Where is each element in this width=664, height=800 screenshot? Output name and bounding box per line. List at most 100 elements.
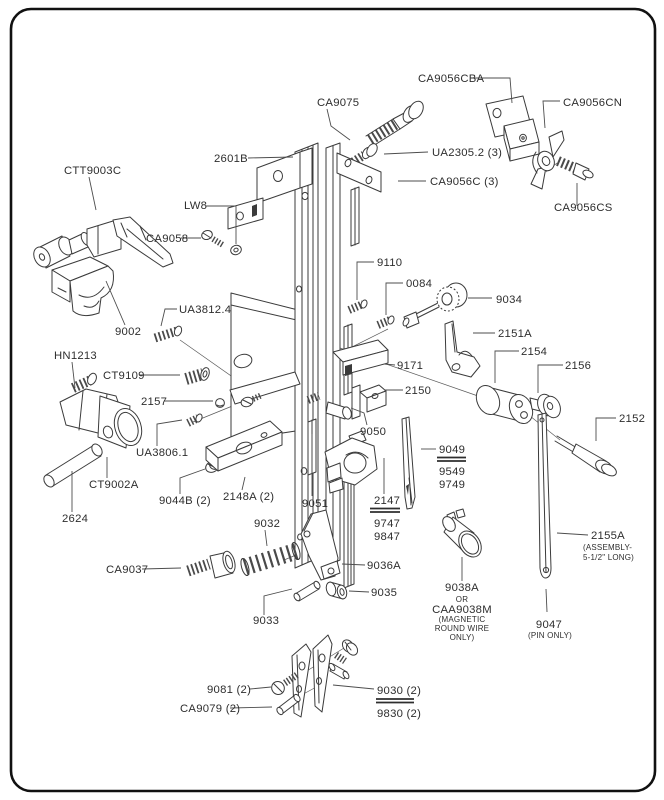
part-2151a-lever (444, 320, 481, 378)
part-label-2157: 2157 (141, 396, 167, 408)
part-label-9847: 9847 (374, 531, 400, 543)
part-9047-pin (542, 566, 550, 574)
part-label-0084: 0084 (406, 278, 432, 290)
part-ua3806-stud (186, 413, 203, 427)
part-label-ca9058: CA9058 (146, 233, 188, 245)
part-9034-knob (402, 282, 468, 329)
part-label-2155a: 2155A (591, 530, 625, 542)
part-9081-screw (271, 672, 299, 695)
part-label-2156: 2156 (565, 360, 591, 372)
part-label-hn1213: HN1213 (54, 350, 97, 362)
part-label-9034: 9034 (496, 294, 522, 306)
part-label-ua2305-2: UA2305.2 (3) (432, 147, 502, 159)
part-label-9030: 9030 (2) (377, 685, 421, 697)
part-label-caa9038m: CAA9038M (432, 604, 492, 616)
part-9110-stud (347, 299, 368, 314)
part-label-ca9056cn: CA9056CN (563, 97, 622, 109)
part-label-2151a: 2151A (498, 328, 532, 340)
part-ca9079-pin (276, 693, 301, 716)
part-ua2305-stud (350, 143, 378, 166)
part-label-9047: 9047 (536, 619, 562, 631)
part-label-caa9038m-note3: ONLY) (450, 633, 475, 642)
part-label-2154: 2154 (521, 346, 547, 358)
part-9032-spring (240, 541, 301, 577)
part-ca9037-screw (186, 550, 236, 579)
part-label-9830: 9830 (2) (377, 708, 421, 720)
part-label-ctt9003c: CTT9003C (64, 165, 121, 177)
leader-lines (71, 77, 616, 709)
part-label-9038a: 9038A (445, 582, 479, 594)
part-label-ca9075: CA9075 (317, 97, 359, 109)
part-ua3812-stud (153, 325, 183, 343)
part-9038a-plug (442, 508, 482, 558)
part-2601b-main-bracket (227, 142, 360, 589)
part-label-ca9056cba: CA9056CBA (418, 73, 485, 85)
part-label-9047-note: (PIN ONLY) (528, 631, 572, 640)
part-label-ua3812-4: UA3812.4 (179, 304, 231, 316)
supersede-rules (370, 456, 466, 704)
part-0084-stud (376, 315, 395, 329)
part-label-2155a-note1: (ASSEMBLY- (583, 543, 632, 552)
part-9033-pin (293, 580, 321, 602)
part-label-9044b: 9044B (2) (159, 495, 211, 507)
part-ca9075-bolt (365, 100, 424, 147)
part-ca9056cs-screw (556, 156, 594, 181)
part-9036a-lever (300, 509, 341, 581)
part-label-9050: 9050 (360, 426, 386, 438)
part-label-9747: 9747 (374, 518, 400, 530)
part-label-2155a-note2: 5-1/2" LONG) (583, 553, 634, 562)
part-2154-cylinder (475, 384, 534, 425)
part-label-2601b: 2601B (214, 153, 248, 165)
part-label-9049: 9049 (439, 444, 465, 456)
part-ca9058-screw (201, 229, 225, 248)
part-9050-stub (325, 401, 352, 420)
part-label-ca9056cs: CA9056CS (554, 202, 613, 214)
part-label-lw8: LW8 (184, 200, 207, 212)
part-2155a-link (537, 412, 552, 579)
part-label-2147: 2147 (374, 495, 400, 507)
part-label-ca9056c: CA9056C (3) (430, 176, 499, 188)
part-9002-clamp (51, 256, 114, 317)
part-ca9056c-bar (336, 152, 382, 193)
part-label-9171: 9171 (397, 360, 423, 372)
part-label-2152: 2152 (619, 413, 645, 425)
part-labels: CA9056CBA CA9056CN CA9075 UA2305.2 (3) 2… (54, 73, 645, 720)
part-label-2624: 2624 (62, 513, 88, 525)
part-label-9002: 9002 (115, 326, 141, 338)
part-label-ca9079: CA9079 (2) (180, 703, 240, 715)
part-2156-stud (529, 393, 561, 419)
part-2152-rod (554, 435, 617, 477)
part-label-9038a-or: OR (456, 595, 468, 604)
part-label-9749: 9749 (439, 479, 465, 491)
part-2157-ball (215, 398, 225, 408)
part-label-2148a: 2148A (2) (223, 491, 274, 503)
part-label-9035: 9035 (371, 587, 397, 599)
part-label-ct9002a: CT9002A (89, 479, 139, 491)
part-ca9056cn-wingnut (530, 130, 565, 190)
part-9171-bar (332, 339, 389, 376)
part-9035-roller (325, 581, 348, 600)
part-label-9033: 9033 (253, 615, 279, 627)
part-2147-clamp (324, 430, 378, 494)
part-label-ua3806-1: UA3806.1 (136, 447, 188, 459)
part-label-9032: 9032 (254, 518, 280, 530)
part-2624-pin (43, 443, 103, 488)
part-label-9051: 9051 (302, 498, 328, 510)
part-label-ca9037: CA9037 (106, 564, 148, 576)
part-ca9056cba-bracket (485, 95, 540, 162)
part-lw8-washer (230, 244, 242, 256)
part-label-caa9038m-note1: (MAGNETIC (439, 615, 486, 624)
part-label-2150: 2150 (405, 385, 431, 397)
part-label-9110: 9110 (377, 257, 402, 269)
part-ct9109-plug (184, 367, 210, 385)
part-ct9002a-cylinder (97, 395, 143, 449)
part-label-9081: 9081 (2) (207, 684, 251, 696)
part-9049-blade (401, 416, 416, 510)
part-ctt9003c-handle (33, 216, 174, 269)
part-label-ct9109: CT9109 (103, 370, 145, 382)
part-label-9036a: 9036A (367, 560, 401, 572)
part-2148a-bar (205, 420, 283, 472)
part-label-9549: 9549 (439, 466, 465, 478)
